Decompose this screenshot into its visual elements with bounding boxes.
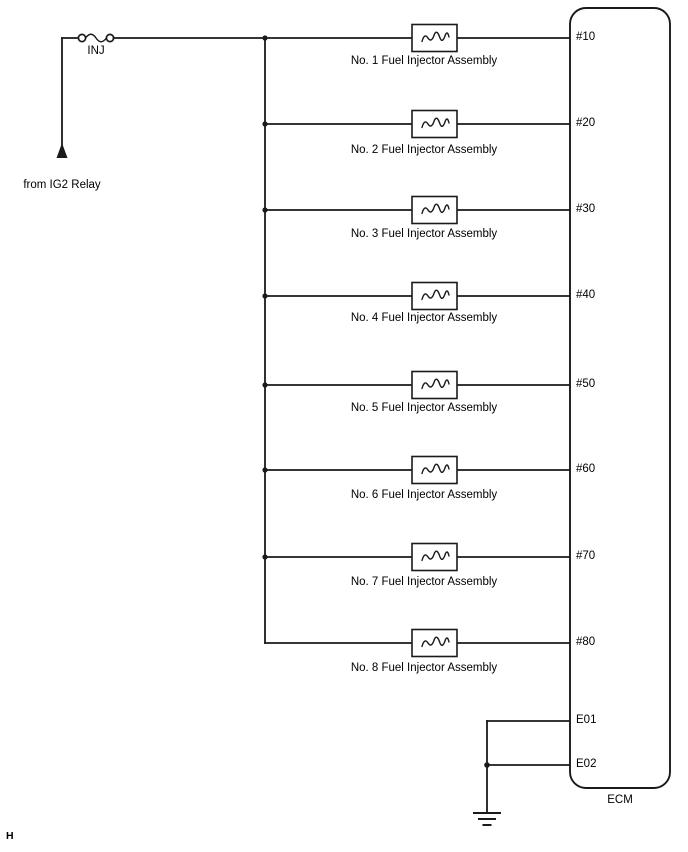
junction-dot-5	[262, 382, 268, 388]
injector-8-body	[411, 628, 458, 658]
ecm-pin-e01: E01	[576, 714, 597, 726]
injector-5-body	[411, 370, 458, 400]
injector-circuit-6	[262, 455, 571, 485]
injector-label-6: No. 6 Fuel Injector Assembly	[350, 489, 498, 501]
page-marker: H	[6, 830, 14, 842]
power-supply-branch	[56, 37, 79, 158]
power-source-label: from IG2 Relay	[23, 179, 101, 191]
injector-label-4: No. 4 Fuel Injector Assembly	[350, 312, 498, 324]
junction-dot-7	[262, 554, 268, 560]
injector-circuit-2	[262, 109, 571, 139]
ecm-pin-80: #80	[576, 636, 596, 648]
junction-dot-2	[262, 121, 268, 127]
injector-circuit-4	[262, 281, 571, 311]
ecm-pin-70: #70	[576, 550, 596, 562]
junction-dot-4	[262, 293, 268, 299]
injector-label-2: No. 2 Fuel Injector Assembly	[350, 144, 498, 156]
injector-4-body	[411, 281, 458, 311]
junction-dot-1	[262, 35, 268, 41]
injector-label-3: No. 3 Fuel Injector Assembly	[350, 228, 498, 240]
ecm-pin-20: #20	[576, 117, 596, 129]
junction-dot-3	[262, 207, 268, 213]
junction-dot-ground	[484, 762, 490, 768]
fuse-label: INJ	[87, 45, 105, 57]
ecm-pin-30: #30	[576, 203, 596, 215]
injector-circuit-8	[264, 628, 571, 658]
junction-dot-6	[262, 467, 268, 473]
fuse-icon	[77, 33, 266, 43]
ecm-label: ECM	[607, 794, 633, 806]
injector-6-body	[411, 455, 458, 485]
injector-2-body	[411, 109, 458, 139]
ecm-pin-40: #40	[576, 289, 596, 301]
injector-label-8: No. 8 Fuel Injector Assembly	[350, 662, 498, 674]
injector-7-body	[411, 542, 458, 572]
ecm-pin-50: #50	[576, 378, 596, 390]
injector-circuit-3	[262, 195, 571, 225]
injector-label-5: No. 5 Fuel Injector Assembly	[350, 402, 498, 414]
ecm-pin-10: #10	[576, 31, 596, 43]
injector-label-7: No. 7 Fuel Injector Assembly	[350, 576, 498, 588]
injector-circuit-5	[262, 370, 571, 400]
ecm-pin-e02: E02	[576, 758, 597, 770]
up-arrow-icon	[56, 143, 68, 158]
ground-branch	[473, 720, 571, 826]
ecm-box	[569, 7, 671, 789]
injector-circuit-7	[262, 542, 571, 572]
injector-3-body	[411, 195, 458, 225]
ground-icon	[473, 812, 501, 826]
injector-label-1: No. 1 Fuel Injector Assembly	[350, 55, 498, 67]
ecm-pin-60: #60	[576, 463, 596, 475]
injector-circuit-1	[262, 23, 571, 53]
injector-1-body	[411, 23, 458, 53]
